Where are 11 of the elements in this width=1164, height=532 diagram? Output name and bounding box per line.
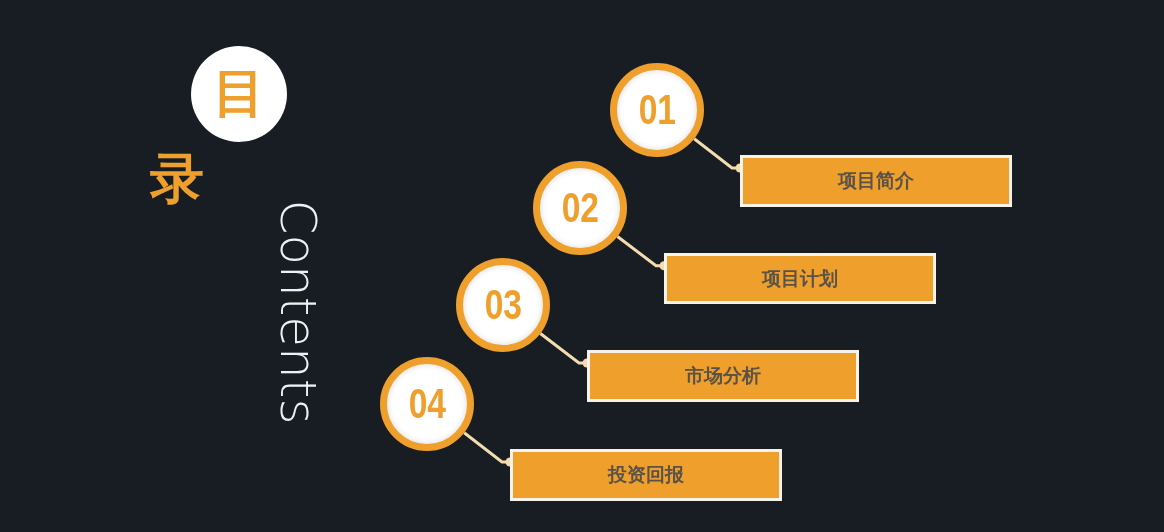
number-circle: 04	[380, 357, 474, 451]
topic-box: 市场分析	[587, 350, 859, 402]
topic-box: 项目计划	[664, 253, 936, 304]
topic-box: 项目简介	[740, 155, 1012, 207]
number-circle: 01	[610, 63, 704, 157]
number-circle: 02	[533, 161, 627, 255]
title-circle: 目	[191, 46, 287, 142]
vertical-subtitle: Contents	[273, 199, 323, 425]
topic-box: 投资回报	[510, 449, 782, 501]
title-character: 录	[150, 152, 204, 206]
number-circle: 03	[456, 258, 550, 352]
